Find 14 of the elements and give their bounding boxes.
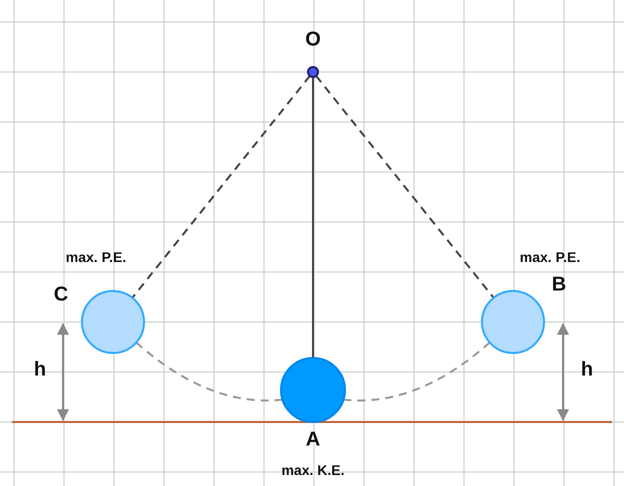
string-position <box>132 75 311 298</box>
height-label: h <box>580 358 594 382</box>
pendulum-string <box>312 77 314 358</box>
string-position <box>315 75 494 298</box>
swing-path <box>343 342 490 402</box>
swing-path <box>136 342 283 402</box>
point-label: B <box>552 274 566 296</box>
height-label: h <box>34 358 46 382</box>
point-label: A <box>306 428 320 452</box>
energy-label: max. P.E. <box>66 249 126 265</box>
energy-label: max. P.E. <box>520 249 580 265</box>
point-label: C <box>54 284 68 306</box>
energy-label: max. K.E. <box>281 462 345 478</box>
point-label: O <box>305 28 321 52</box>
